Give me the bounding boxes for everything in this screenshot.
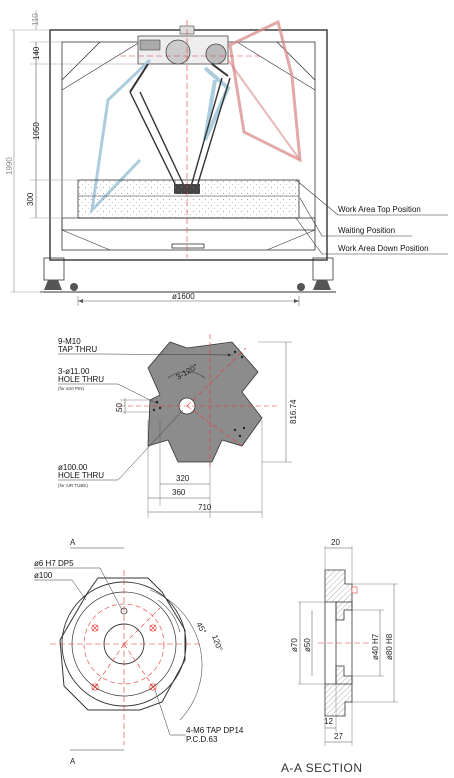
label-waiting-position: Waiting Position xyxy=(338,226,395,235)
sec-dim-70: ø70 xyxy=(290,638,299,652)
dim-1600: ø1600 xyxy=(172,292,195,301)
flange-tap-label-1: 4-M6 TAP DP14 xyxy=(186,726,244,735)
angle-45: 45° xyxy=(194,621,208,636)
work-area-band xyxy=(77,179,300,219)
frame-outer xyxy=(49,29,328,261)
sec-dim-12: 12 xyxy=(324,717,333,726)
section-body-top xyxy=(324,569,353,621)
hex-plate xyxy=(147,341,263,463)
dim-140: 140 xyxy=(32,46,41,60)
tap-label-1: 9-M10 xyxy=(58,337,81,346)
robot-frame-view: 110 140 1050 1990 300 ø1600 Work Area To… xyxy=(5,10,448,306)
tap-label-2: TAP THRU xyxy=(58,345,97,354)
dim-110: 110 xyxy=(31,13,40,26)
sec-dim-20: 20 xyxy=(331,538,340,547)
flange-view: A A 45° 120° ø6 H7 DP5 ø100 4-M6 TAP DP1… xyxy=(34,538,244,766)
sec-dim-27: 27 xyxy=(334,732,343,741)
section-title: A-A SECTION xyxy=(281,761,363,775)
dia100-label: ø100 xyxy=(34,571,53,580)
dim-320: 320 xyxy=(176,474,190,483)
dim-710: 710 xyxy=(198,503,212,512)
center-label-1: ø100.00 xyxy=(58,463,88,472)
section-body-bottom xyxy=(324,665,353,717)
label-work-area-top: Work Area Top Position xyxy=(338,205,421,214)
sec-dim-40: ø40 H7 xyxy=(371,633,380,660)
section-aa-view: 20 ø70 ø50 ø40 H7 ø80 H8 12 27 A-A SECTI… xyxy=(281,538,398,775)
center-label-3: (for AIR TUBE) xyxy=(58,483,88,488)
center-label-2: HOLE THRU xyxy=(58,471,104,480)
hole-label-3: (for ø10 PIN) xyxy=(58,386,85,391)
dim-1990: 1990 xyxy=(5,157,14,175)
dim-1050: 1050 xyxy=(32,122,41,140)
dim-50: 50 xyxy=(115,403,124,412)
hole-label-2: HOLE THRU xyxy=(58,375,104,384)
dim-360: 360 xyxy=(172,488,186,497)
section-letter-a-bottom: A xyxy=(70,757,76,766)
hole-label-1: 3-ø11.00 xyxy=(58,367,90,376)
label-work-area-down: Work Area Down Position xyxy=(338,244,429,253)
hex-plate-view: 3-120° 9-M10 TAP THRU 3-ø11.00 HOLE THRU… xyxy=(58,334,298,518)
section-letter-a-top: A xyxy=(70,538,76,547)
dim-300: 300 xyxy=(26,192,35,206)
sec-dim-80: ø80 H8 xyxy=(385,633,394,660)
pin-label: ø6 H7 DP5 xyxy=(34,559,74,568)
angle-120: 120° xyxy=(210,634,224,653)
sec-dim-50: ø50 xyxy=(303,638,312,652)
flange-tap-label-2: P.C.D.63 xyxy=(186,735,218,744)
dim-816: 816.74 xyxy=(289,399,298,424)
